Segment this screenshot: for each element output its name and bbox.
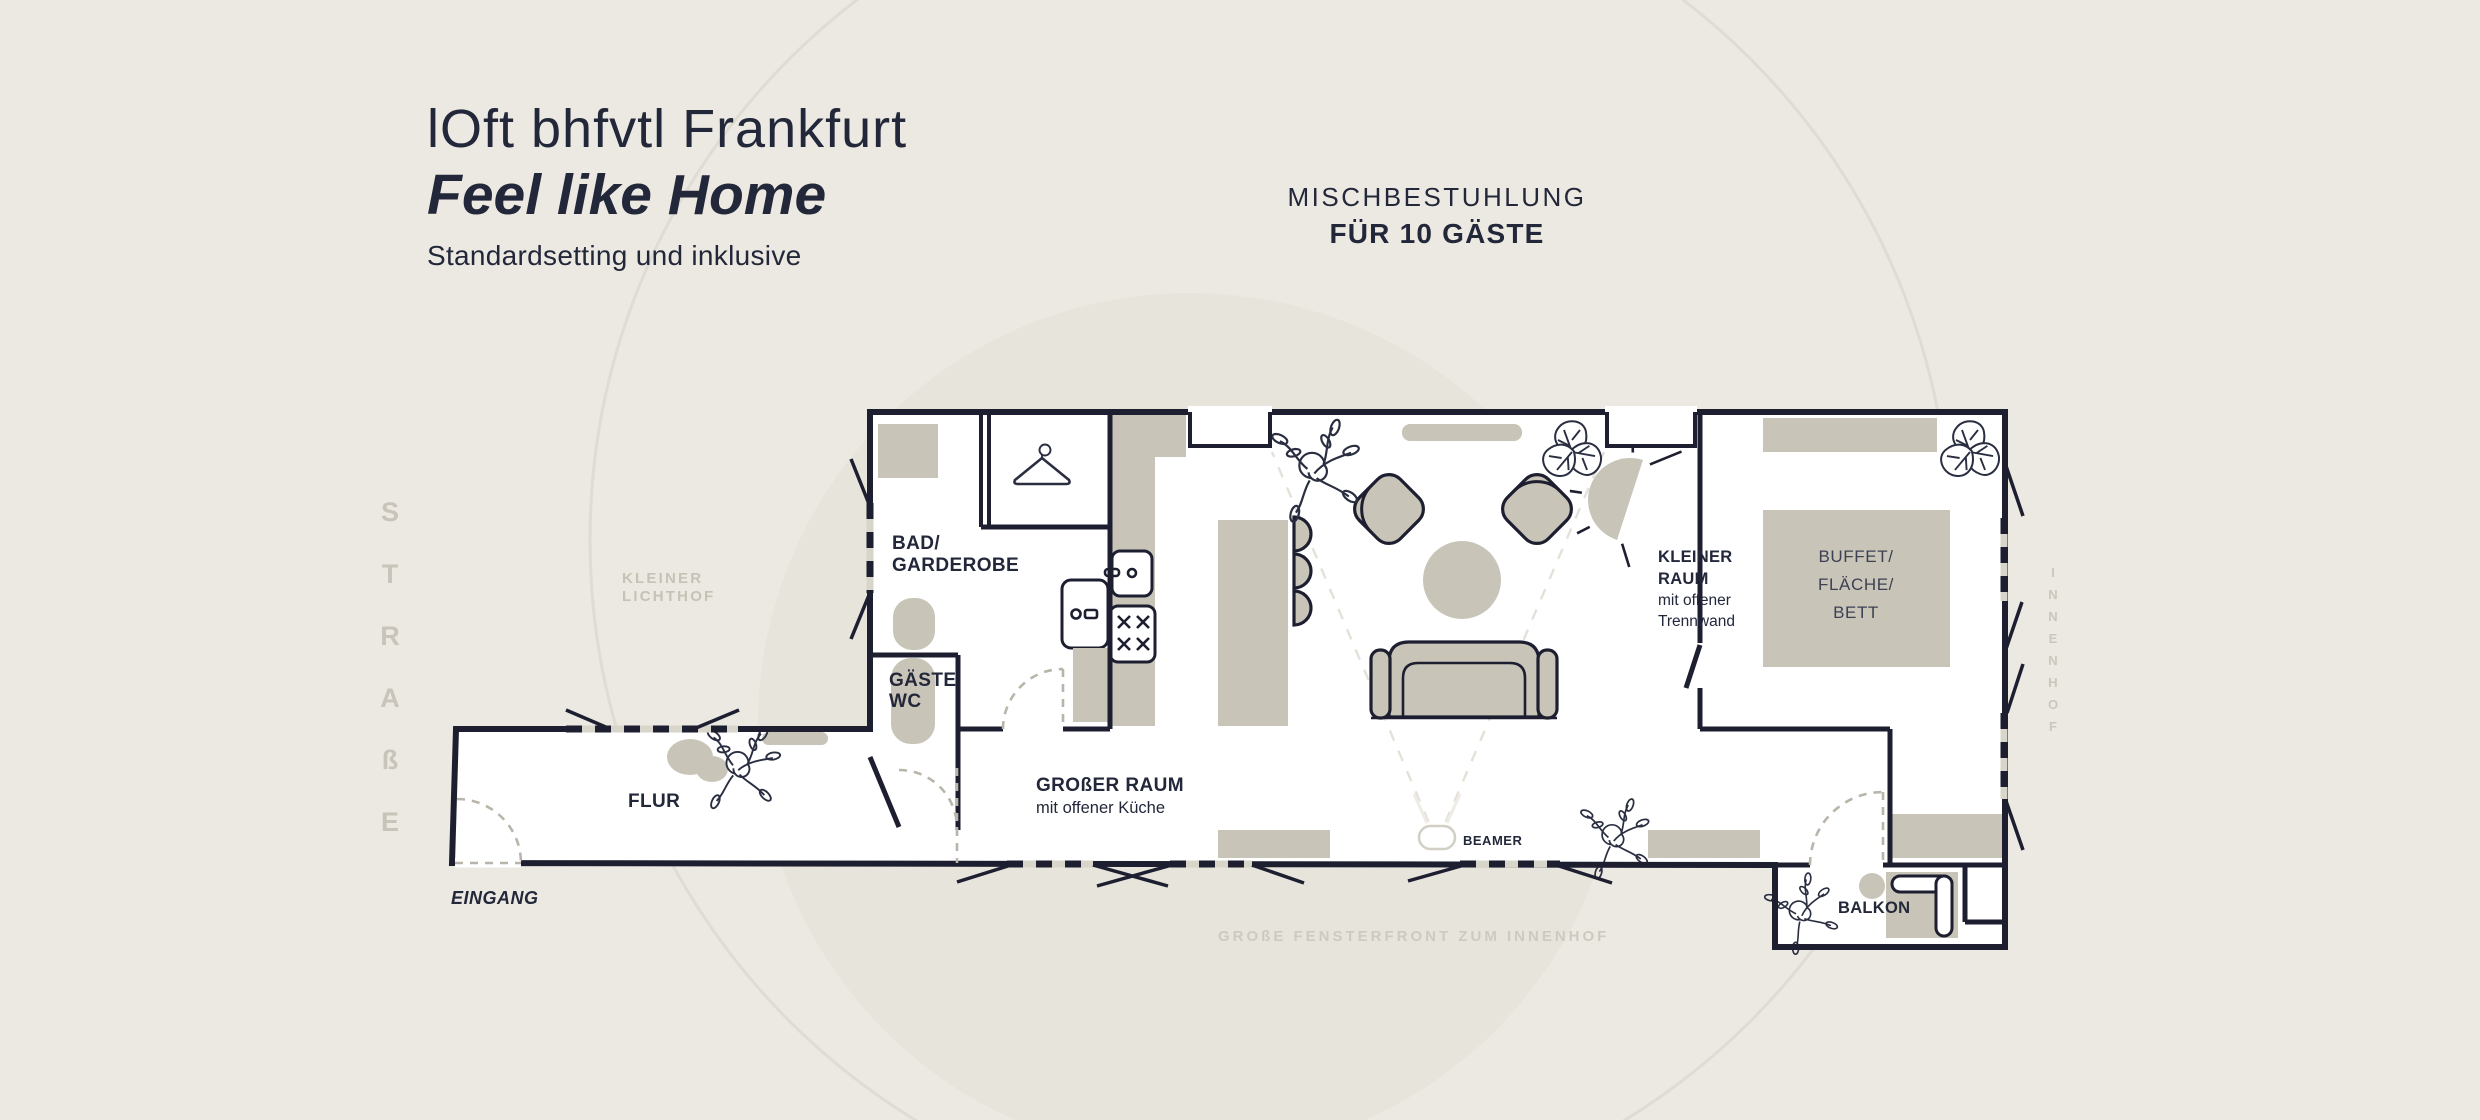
windows xyxy=(565,458,2025,888)
window-bench xyxy=(1648,830,1760,858)
label-buffet-3: BETT xyxy=(1833,603,1879,622)
bathroom-furniture xyxy=(878,424,1110,744)
wall-shelf xyxy=(1402,424,1522,441)
label-small-room-3: mit offener xyxy=(1658,592,1731,609)
stove-icon xyxy=(1108,604,1157,664)
hall-furniture xyxy=(667,732,828,782)
sideboard xyxy=(1763,418,1937,452)
label-bath: BAD/ xyxy=(892,533,940,554)
label-small-room-2: RAUM xyxy=(1658,570,1709,588)
page-title: lOft bhfvtl Frankfurt xyxy=(427,99,908,159)
bar-stool xyxy=(1292,515,1313,553)
buffet-bed-area xyxy=(1763,510,1950,667)
sofa xyxy=(1369,640,1559,720)
kitchen-furniture xyxy=(1103,414,1313,726)
kitchen-island xyxy=(1218,520,1288,726)
label-guest-wc: GÄSTE xyxy=(889,670,956,691)
tagline: Feel like Home xyxy=(427,163,827,227)
label-lightwell: KLEINER xyxy=(622,570,703,587)
doors xyxy=(455,667,1885,868)
label-beamer: BEAMER xyxy=(1463,833,1522,848)
beamer-icon xyxy=(1412,793,1462,851)
round-rug xyxy=(1423,541,1501,619)
label-balcony: BALKON xyxy=(1838,899,1910,917)
label-small-room-4: Trennwand xyxy=(1658,613,1735,630)
window-bench xyxy=(1218,830,1330,858)
label-lightwell-2: LICHTHOF xyxy=(622,588,715,605)
wall-niche xyxy=(1605,406,1697,448)
label-bath-2: GARDEROBE xyxy=(892,555,1019,576)
seating-capacity: FÜR 10 GÄSTE xyxy=(1329,218,1545,249)
label-large-room-sub: mit offener Küche xyxy=(1036,799,1165,817)
label-entrance: EINGANG xyxy=(451,888,539,908)
small-room-furniture xyxy=(1763,418,2002,858)
label-hall: FLUR xyxy=(628,791,680,812)
seating-heading: MISCHBESTUHLUNG FÜR 10 GÄSTE xyxy=(1288,182,1587,250)
label-small-room: KLEINER xyxy=(1658,548,1733,566)
subtitle: Standardsetting und inklusive xyxy=(427,240,802,271)
label-buffet: BUFFET/ xyxy=(1818,547,1893,566)
room-labels: BAD/ GARDEROBE GÄSTE WC FLUR EINGANG GRO… xyxy=(451,533,1910,945)
balcony-furniture xyxy=(1859,872,1958,938)
label-guest-wc-2: WC xyxy=(889,691,921,712)
wall-niche xyxy=(1188,406,1272,448)
label-window-front: GROßE FENSTERFRONT ZUM INNENHOF xyxy=(1218,928,1609,945)
label-large-room: GROßER RAUM xyxy=(1036,775,1184,796)
hanger-icon xyxy=(1013,443,1071,486)
label-buffet-2: FLÄCHE/ xyxy=(1818,575,1894,594)
bar-stool xyxy=(1292,552,1313,590)
sideboard xyxy=(1890,814,2002,858)
title-block: lOft bhfvtl Frankfurt Feel like Home Sta… xyxy=(427,96,907,272)
seating-type: MISCHBESTUHLUNG xyxy=(1287,182,1587,212)
bar-stool xyxy=(1292,589,1313,627)
